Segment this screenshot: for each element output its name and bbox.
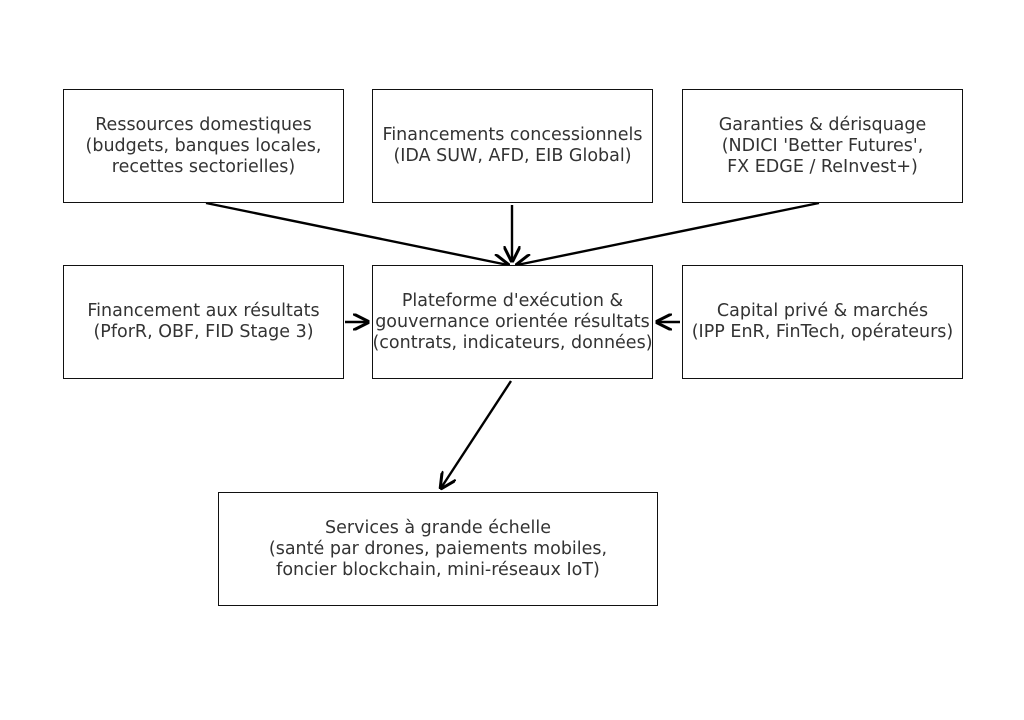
node-text-line: Financement aux résultats — [87, 301, 320, 321]
node-concessional-financing: Financements concessionnels (IDA SUW, AF… — [372, 89, 653, 203]
node-text-line: (contrats, indicateurs, données) — [372, 332, 653, 353]
node-text-line: FX EDGE / ReInvest+) — [727, 156, 918, 177]
node-results-based-financing: Financement aux résultats (PforR, OBF, F… — [63, 265, 344, 379]
node-guarantees-derisking: Garanties & dérisquage (NDICI 'Better Fu… — [682, 89, 963, 203]
arrow-domestic-to-platform — [205, 201, 508, 265]
node-text-line: (IDA SUW, AFD, EIB Global) — [393, 146, 632, 166]
node-text-line: foncier blockchain, mini-réseaux IoT) — [276, 559, 600, 580]
node-text-line: (IPP EnR, FinTech, opérateurs) — [691, 322, 954, 342]
node-text-line: (NDICI 'Better Futures', — [721, 135, 924, 156]
node-text-line: Capital privé & marchés — [716, 301, 929, 321]
node-text-line: (budgets, banques locales, — [85, 135, 322, 156]
node-text-line: Financements concessionnels — [382, 125, 643, 145]
node-text-line: (santé par drones, paiements mobiles, — [268, 538, 608, 559]
node-text-line: gouvernance orientée résultats — [375, 311, 650, 332]
node-text-line: recettes sectorielles) — [111, 156, 296, 177]
node-text-line: Garanties & dérisquage — [718, 114, 927, 135]
node-text-line: Ressources domestiques — [95, 114, 312, 135]
node-text-line: (PforR, OBF, FID Stage 3) — [93, 322, 314, 342]
node-execution-platform: Plateforme d'exécution & gouvernance ori… — [372, 265, 653, 379]
node-text-line: Plateforme d'exécution & — [401, 290, 624, 311]
arrow-guarantees-to-platform — [517, 201, 820, 265]
arrow-platform-to-services — [441, 380, 513, 488]
node-text-line: Services à grande échelle — [325, 517, 551, 538]
node-domestic-resources: Ressources domestiques (budgets, banques… — [63, 89, 344, 203]
node-large-scale-services: Services à grande échelle (santé par dro… — [218, 492, 658, 606]
node-private-capital-markets: Capital privé & marchés (IPP EnR, FinTec… — [682, 265, 963, 379]
